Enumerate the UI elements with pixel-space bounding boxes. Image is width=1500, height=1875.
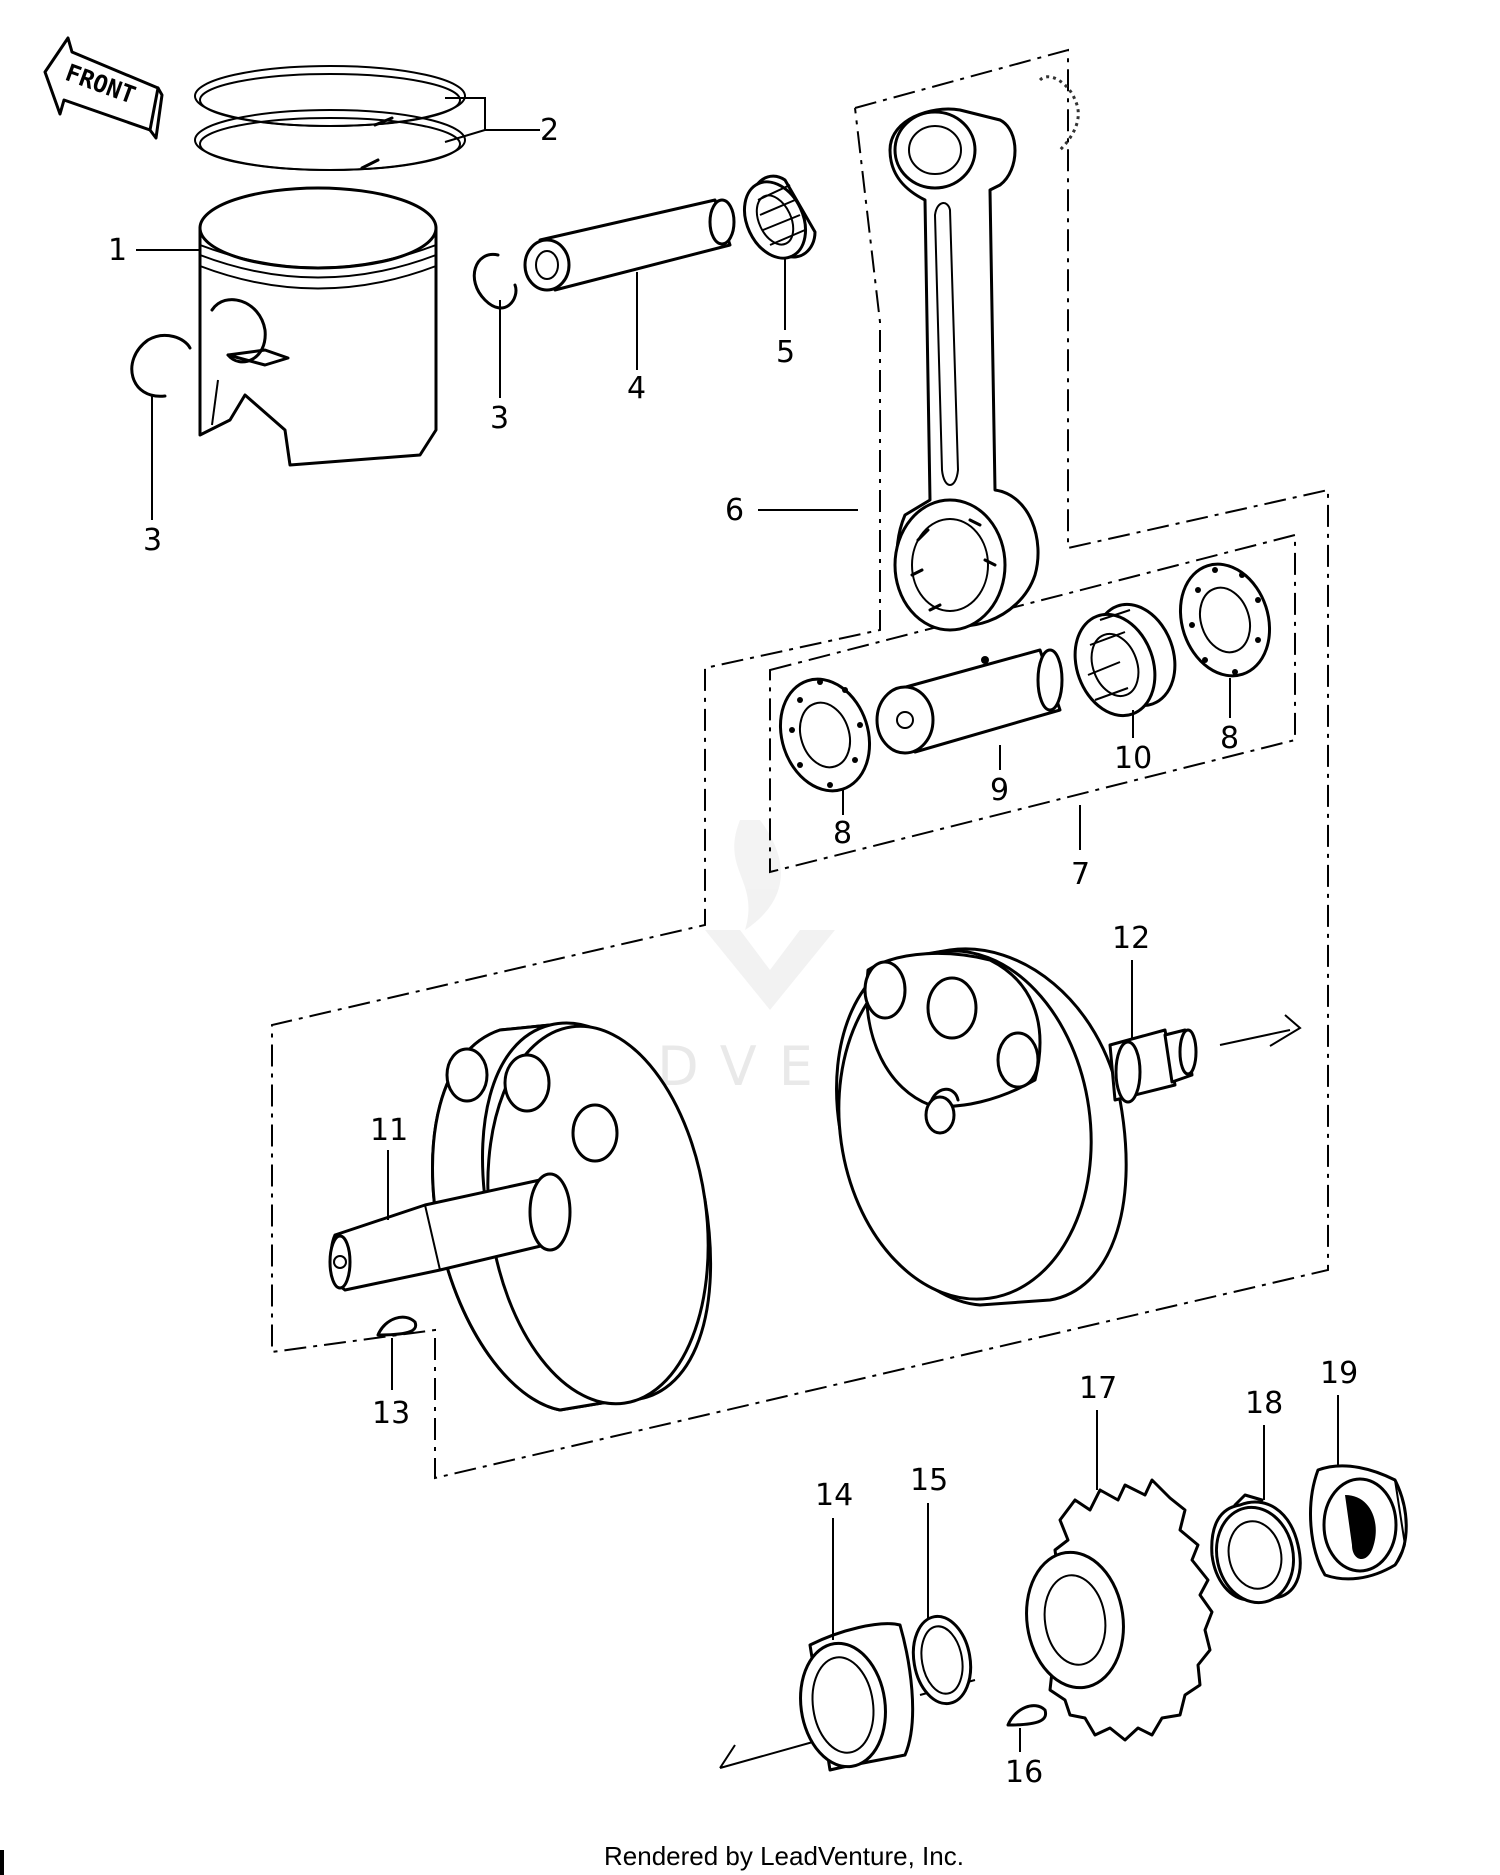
- callout-8-right: 8: [1220, 721, 1239, 756]
- primary-drive-gear: [1025, 1478, 1214, 1742]
- piston-pin-clip-right: [472, 253, 518, 310]
- crankshaft-assembly-boundary: [271, 48, 1329, 1480]
- piston-pin: [523, 198, 736, 292]
- piston-rings: [194, 65, 466, 171]
- callout-11: 11: [370, 1113, 408, 1148]
- gear-key: [1006, 1704, 1048, 1727]
- callout-15: 15: [910, 1463, 948, 1498]
- crankshaft-right-half: [835, 947, 1198, 1307]
- lock-washer: [1210, 1493, 1302, 1605]
- piston: [198, 186, 438, 467]
- big-end-needle-bearing: [1073, 602, 1177, 718]
- leader-2: [444, 97, 540, 143]
- callout-4: 4: [627, 371, 646, 406]
- callout-3-left: 3: [143, 523, 162, 558]
- callout-2: 2: [540, 113, 559, 148]
- small-end-needle-bearing: [743, 174, 817, 260]
- callout-17: 17: [1079, 1371, 1117, 1406]
- callout-5: 5: [776, 335, 795, 370]
- callout-8-left: 8: [833, 816, 852, 851]
- crankshaft-key-left: [376, 1315, 418, 1337]
- thrust-washer-left: [778, 677, 872, 793]
- render-credit: Rendered by LeadVenture, Inc.: [604, 1841, 964, 1871]
- callout-14: 14: [815, 1478, 853, 1513]
- assembly-arrow-bottom: [719, 1739, 821, 1769]
- crank-pin: [875, 648, 1064, 755]
- thrust-washer-right: [1178, 562, 1272, 678]
- crankpin-kit-boundary: [769, 533, 1296, 874]
- callout-3-right: 3: [490, 401, 509, 436]
- crankshaft-left-half: [328, 1021, 713, 1412]
- crankshaft-washer: [911, 1614, 973, 1706]
- callout-12: 12: [1112, 921, 1150, 956]
- callout-19: 19: [1320, 1356, 1358, 1391]
- crankshaft-nut: [1309, 1464, 1408, 1581]
- callout-16: 16: [1005, 1755, 1043, 1790]
- callout-10: 10: [1114, 741, 1152, 776]
- callout-9: 9: [990, 773, 1009, 808]
- callout-7: 7: [1071, 857, 1090, 892]
- scan-edge-mark: [0, 1850, 4, 1875]
- crankshaft-bushing: [799, 1622, 915, 1772]
- callout-18: 18: [1245, 1386, 1283, 1421]
- callout-1: 1: [108, 233, 127, 268]
- callout-13: 13: [372, 1396, 410, 1431]
- assembly-arrow-right: [1219, 1014, 1302, 1047]
- front-arrow-icon: FRONT: [43, 36, 164, 140]
- callout-6: 6: [725, 493, 744, 528]
- piston-pin-clip-left: [130, 334, 192, 398]
- connecting-rod: [888, 75, 1080, 632]
